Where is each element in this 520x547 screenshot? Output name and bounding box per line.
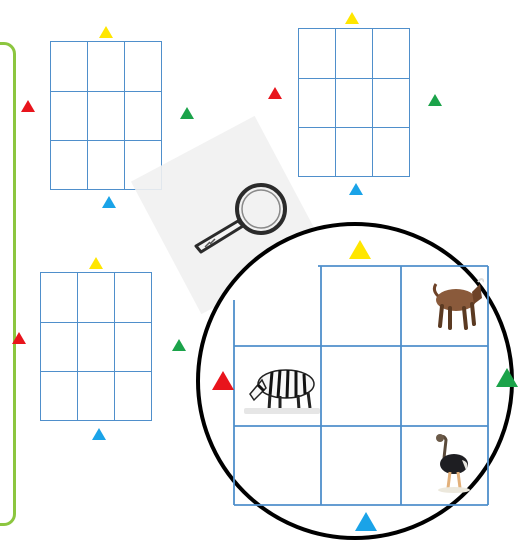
green-triangle-icon bbox=[496, 368, 518, 387]
wildebeest-icon bbox=[422, 274, 484, 334]
yellow-triangle-icon bbox=[349, 240, 371, 259]
red-triangle-icon bbox=[212, 371, 234, 390]
ostrich-icon bbox=[428, 432, 472, 494]
blue-triangle-icon bbox=[355, 512, 377, 531]
zebra-icon bbox=[244, 358, 320, 414]
